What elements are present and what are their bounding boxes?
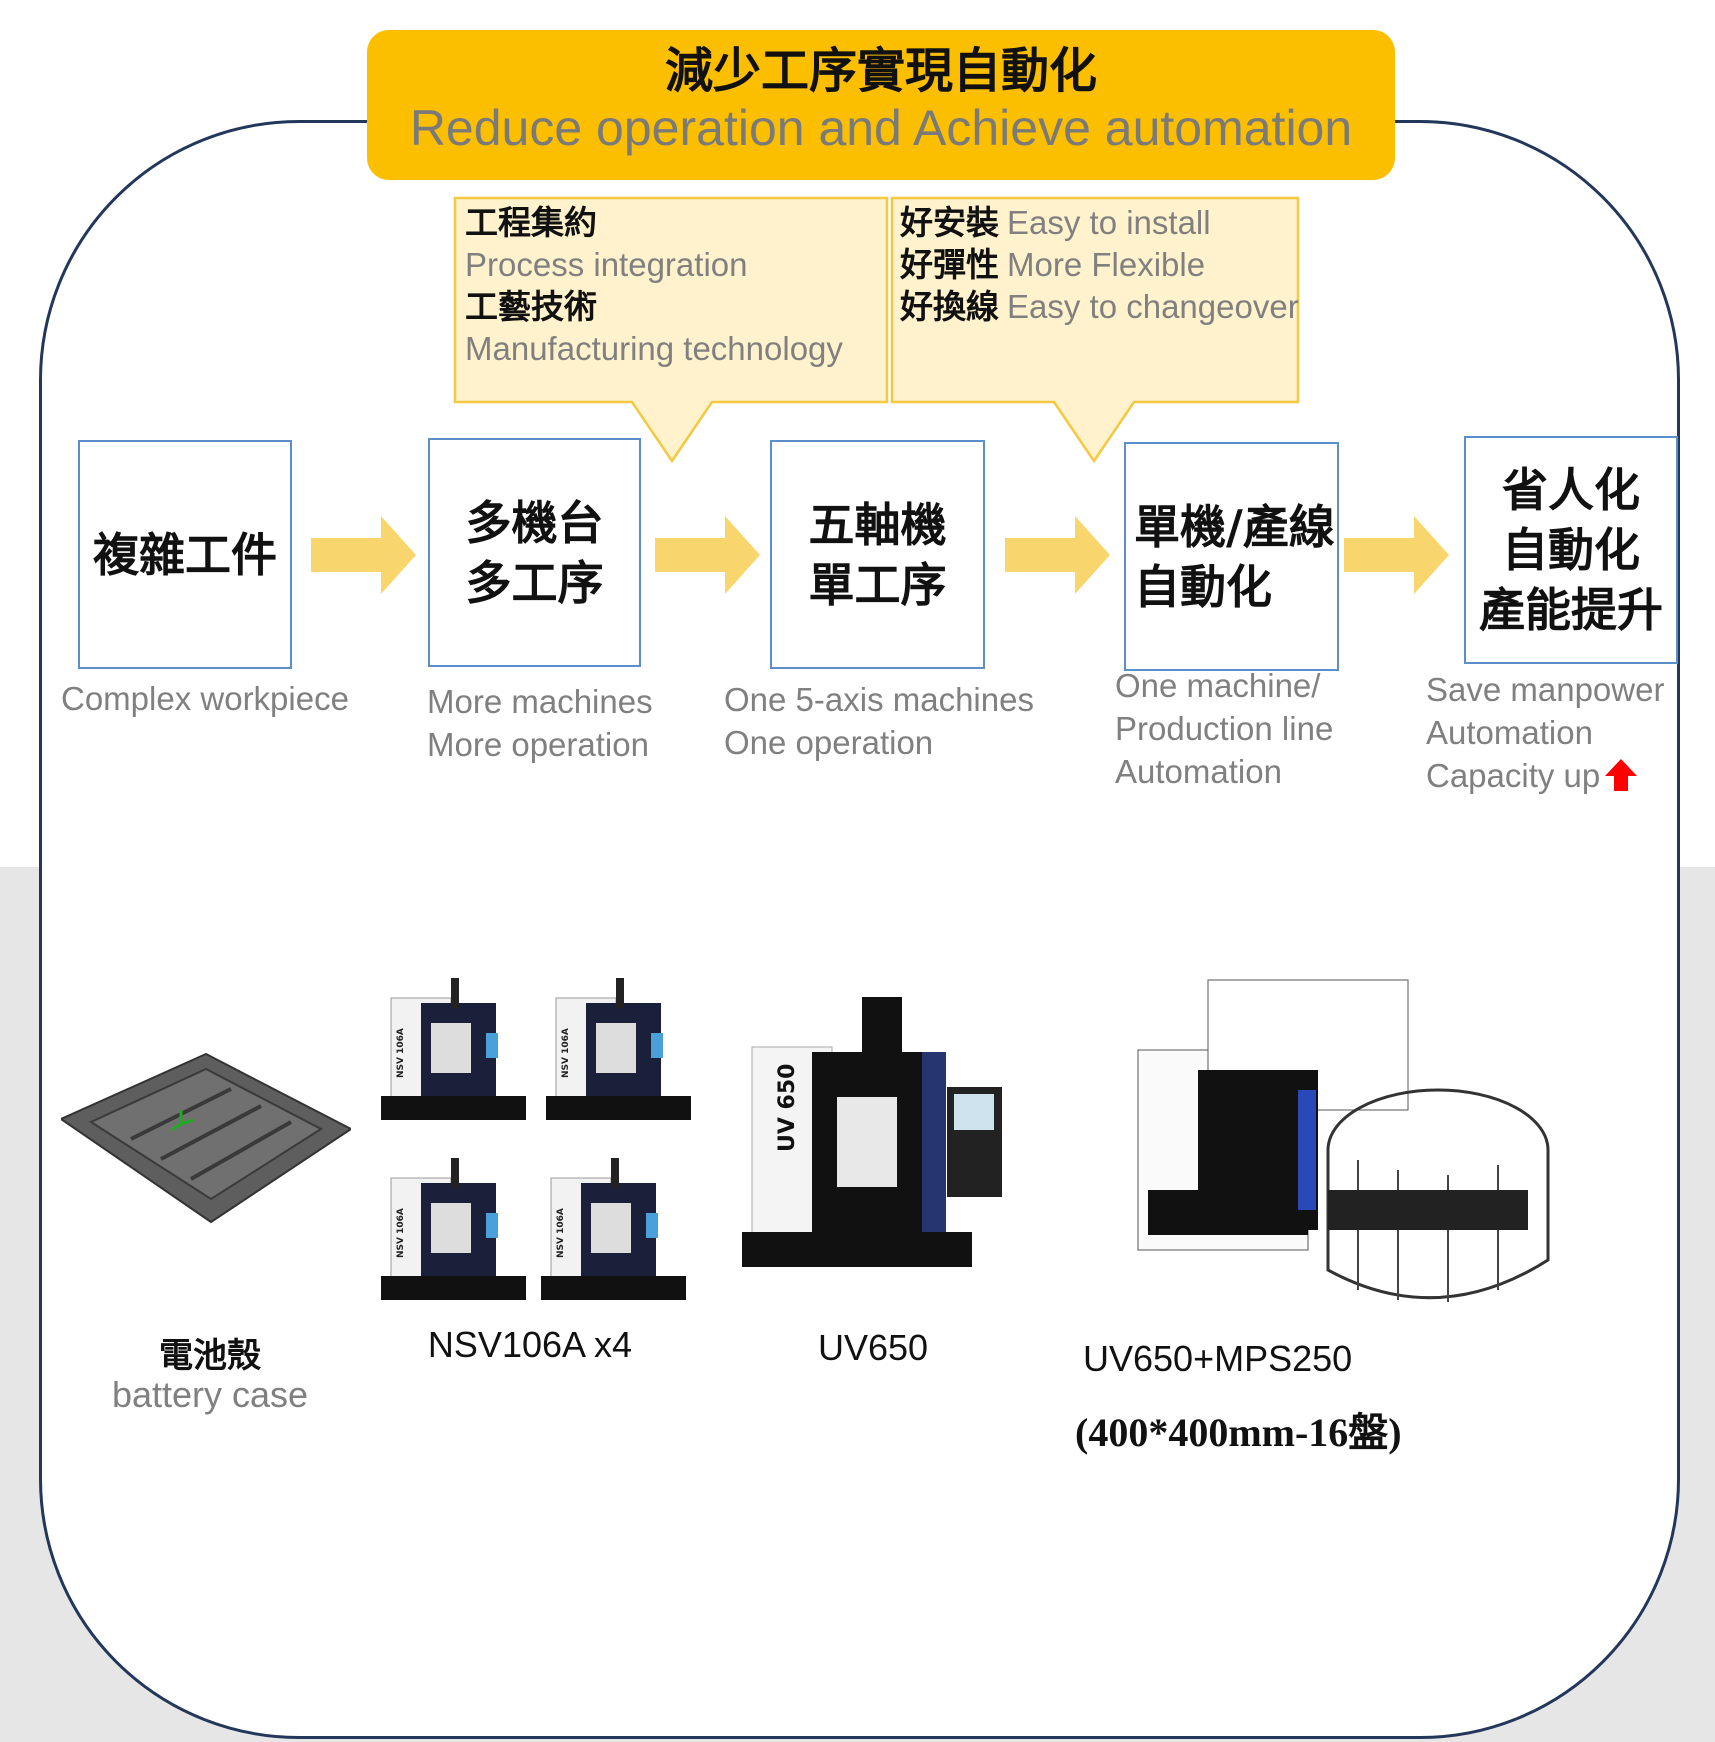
- callout-2-en: More Flexible: [1007, 246, 1206, 283]
- callout-1-text: 工程集約 Process integration 工藝技術 Manufactur…: [465, 202, 843, 370]
- callout-2-zh: 好彈性: [900, 245, 999, 284]
- arrow-right-icon: [311, 516, 416, 594]
- callout-1-shape: [453, 196, 889, 464]
- nsv106a-label: NSV106A x4: [427, 1324, 633, 1365]
- callout-shapes: [453, 196, 1300, 464]
- callout-2-zh: 好換線: [900, 287, 999, 326]
- step-box-4: 單機/產線 自動化: [1124, 442, 1339, 671]
- title-banner: 減少工序實現自動化 Reduce operation and Achieve a…: [367, 30, 1395, 180]
- step-box-1: 複雜工件: [78, 440, 292, 669]
- arrow-right-icon: [1344, 516, 1449, 594]
- arrow-right-icon: [655, 516, 760, 594]
- step-box-2: 多機台 多工序: [428, 438, 641, 667]
- uv650-mark: UV 650: [775, 1064, 800, 1152]
- mps-spec-label: (400*400mm-16盤): [1075, 1410, 1402, 1455]
- nsv106a-machines-image: NSV 106A: [381, 978, 692, 1300]
- uv650-mps250-image: [1137, 979, 1550, 1302]
- callout-2-zh: 好安裝: [900, 203, 999, 242]
- step-caption-2: More machines More operation: [427, 683, 653, 763]
- callout-2-en: Easy to install: [1007, 204, 1211, 241]
- callout-1-zh: 工程集約: [465, 203, 597, 242]
- step-box-3: 五軸機 單工序: [770, 440, 985, 669]
- step-caption-3: One 5-axis machines One operation: [724, 681, 1034, 761]
- nsv-mark: NSV 106A: [396, 1028, 406, 1078]
- arrow-right-icon: [1005, 516, 1110, 594]
- step-caption-4: One machine/ Production line Automation: [1115, 667, 1334, 790]
- uv650-label: UV650: [817, 1327, 929, 1368]
- step-caption-5: Save manpower Automation Capacity up: [1426, 671, 1665, 794]
- uv650-mps250-label: UV650+MPS250: [1083, 1338, 1353, 1379]
- title-en: Reduce operation and Achieve automation: [409, 100, 1353, 156]
- battery-case-label-en: battery case: [111, 1374, 309, 1415]
- step-box-5: 省人化 自動化 產能提升: [1464, 436, 1678, 664]
- callout-1-en: Process integration: [465, 246, 748, 283]
- uv650-machine-image: UV 650: [742, 997, 1002, 1267]
- up-arrow-icon: [1605, 759, 1637, 791]
- title-zh: 減少工序實現自動化: [664, 43, 1097, 99]
- callout-2-en: Easy to changeover: [1007, 288, 1299, 325]
- battery-case-label-zh: 電池殼: [159, 1336, 261, 1376]
- callout-2-shape: [890, 196, 1300, 464]
- callout-1-en: Manufacturing technology: [465, 330, 843, 367]
- step-caption-1: Complex workpiece: [61, 680, 349, 717]
- battery-case-image: [61, 1052, 351, 1224]
- callout-1-zh: 工藝技術: [465, 287, 597, 326]
